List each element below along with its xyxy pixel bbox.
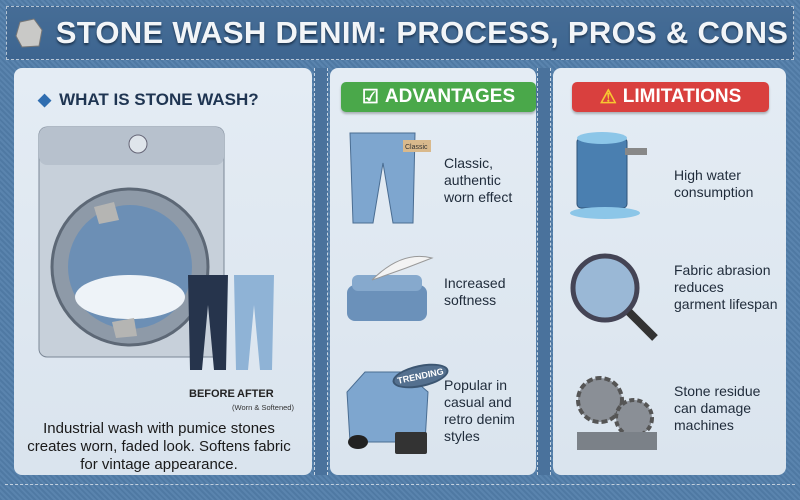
seam-divider [314,68,328,475]
header-banner: STONE WASH DENIM: PROCESS, PROS & CONS [6,6,794,60]
limitation-item: Stone residue can damage machines [674,383,761,433]
advantages-badge: ☑ADVANTAGES [341,82,536,112]
checkbox-icon: ☑ [361,86,379,108]
limitation-item: Fabric abrasion reduces garment lifespan [674,262,778,312]
classic-tag: Classic [405,144,428,151]
denim-jacket-icon [346,371,429,454]
advantage-item: Increased softness [444,275,506,308]
page-title: STONE WASH DENIM: PROCESS, PROS & CONS [55,15,789,50]
process-description: Industrial wash with pumice stones creat… [27,420,291,473]
limitations-badge: ⚠LIMITATIONS [572,82,769,112]
washing-machine-icon [38,126,225,358]
magnifier-fabric-icon [570,253,658,341]
after-label: AFTER [237,388,274,400]
limitation-item: High water consumption [674,167,754,200]
advantage-item: Popular in casual and retro denim styles [444,377,515,444]
warning-icon: ⚠ [599,86,617,108]
advantage-item: Classic, authentic worn effect [444,155,513,205]
process-heading: ◆WHAT IS STONE WASH? [38,90,259,109]
bottom-stitch [5,484,795,485]
folded-fabric-feather-icon [347,255,434,321]
after-note: (Worn & Softened) [232,403,294,412]
gears-icon [576,376,657,450]
seam-divider [537,68,551,475]
before-after-jeans-icon [188,275,274,370]
water-barrel-icon [570,132,647,219]
before-label: BEFORE [189,388,235,400]
diamond-icon: ◆ [38,90,52,109]
stone-icon [15,18,43,48]
jeans-icon: Classic [349,132,431,224]
